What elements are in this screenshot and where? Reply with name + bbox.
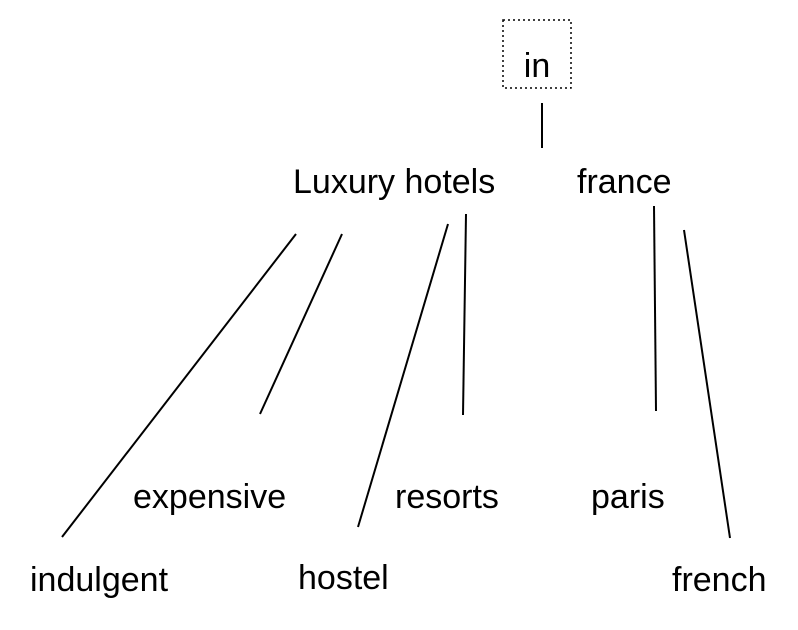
- edge-france-to-french: [683, 229, 731, 539]
- edge-luxury-to-hostel: [357, 223, 449, 528]
- phrase-france: france: [577, 163, 672, 201]
- term-hostel: hostel: [298, 559, 389, 597]
- edge-france-to-paris: [653, 205, 657, 412]
- term-indulgent: indulgent: [30, 561, 169, 599]
- root-node: in: [502, 19, 572, 89]
- phrase-luxury-hotels: Luxury hotels: [293, 163, 495, 201]
- term-expensive: expensive: [133, 478, 286, 516]
- edge-luxury-to-resorts: [462, 213, 467, 416]
- term-paris: paris: [591, 478, 665, 516]
- term-french: french: [672, 561, 767, 599]
- edge-luxury-to-expensive: [259, 233, 343, 415]
- term-resorts: resorts: [395, 478, 499, 516]
- root-label: in: [524, 47, 550, 85]
- edge-luxury-to-indulgent: [61, 233, 297, 538]
- root-dotted-box: [502, 19, 572, 89]
